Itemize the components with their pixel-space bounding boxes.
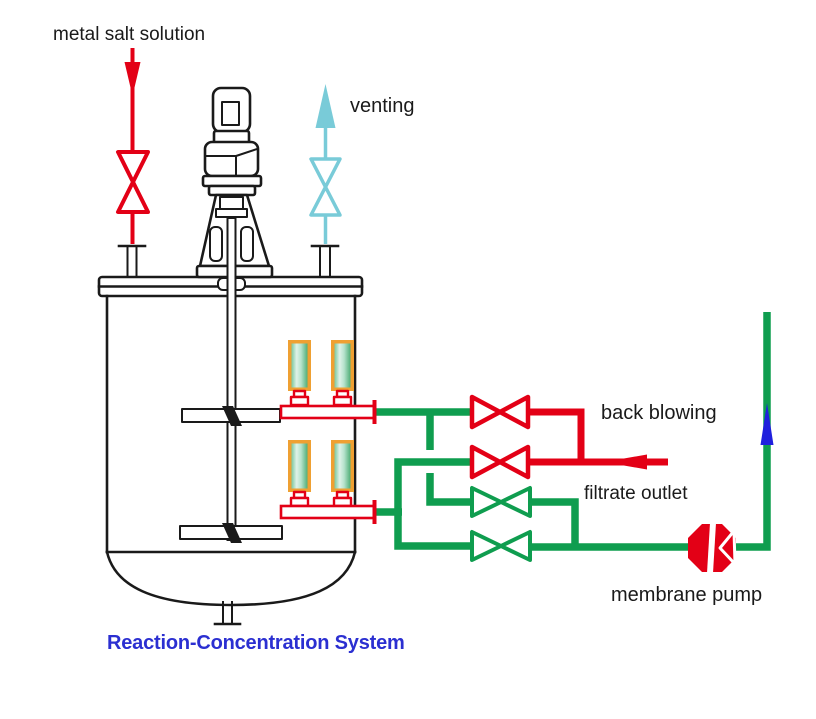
flow-arrow-up-icon [760, 403, 774, 445]
metal-salt-inlet-valve [116, 150, 150, 214]
bottom-outlet-nozzle [213, 601, 242, 626]
system-title: Reaction-Concentration System [107, 632, 405, 654]
filtrate-valve-lower [470, 530, 532, 562]
label-metal-salt-solution: metal salt solution [53, 24, 206, 45]
membrane-module-1 [288, 340, 311, 407]
motor-window [221, 101, 240, 126]
tank-dished-bottom [105, 550, 357, 607]
venting-line [309, 84, 342, 244]
label-back-blowing: back blowing [601, 402, 717, 424]
membrane-module-4 [331, 440, 354, 508]
filtrate-valve-upper [470, 486, 532, 518]
back-blowing-piping [528, 408, 668, 470]
impeller-upper [181, 406, 281, 426]
back-blowing-valve-lower [469, 444, 531, 480]
inlet-line [116, 48, 150, 244]
vent-arrow-up-icon [315, 84, 336, 128]
filtrate-piping [375, 312, 771, 551]
vent-nozzle [310, 244, 340, 278]
flow-arrow-down-icon [124, 62, 141, 96]
label-membrane-pump: membrane pump [611, 584, 763, 606]
gearbox [203, 140, 260, 178]
impeller-lower [179, 523, 283, 543]
back-blowing-valve-upper [469, 394, 531, 430]
label-venting: venting [350, 95, 415, 117]
inlet-nozzle [117, 244, 147, 278]
membrane-header-lower [279, 500, 377, 524]
back-blowing-arrow-icon [604, 454, 647, 470]
membrane-module-2 [331, 340, 354, 407]
membrane-header-upper [279, 400, 377, 424]
membrane-module-3 [288, 440, 311, 508]
venting-valve [309, 157, 342, 217]
label-filtrate-outlet: filtrate outlet [584, 483, 688, 504]
stirrer-shaft [226, 217, 237, 541]
membrane-pump-icon [688, 523, 737, 573]
